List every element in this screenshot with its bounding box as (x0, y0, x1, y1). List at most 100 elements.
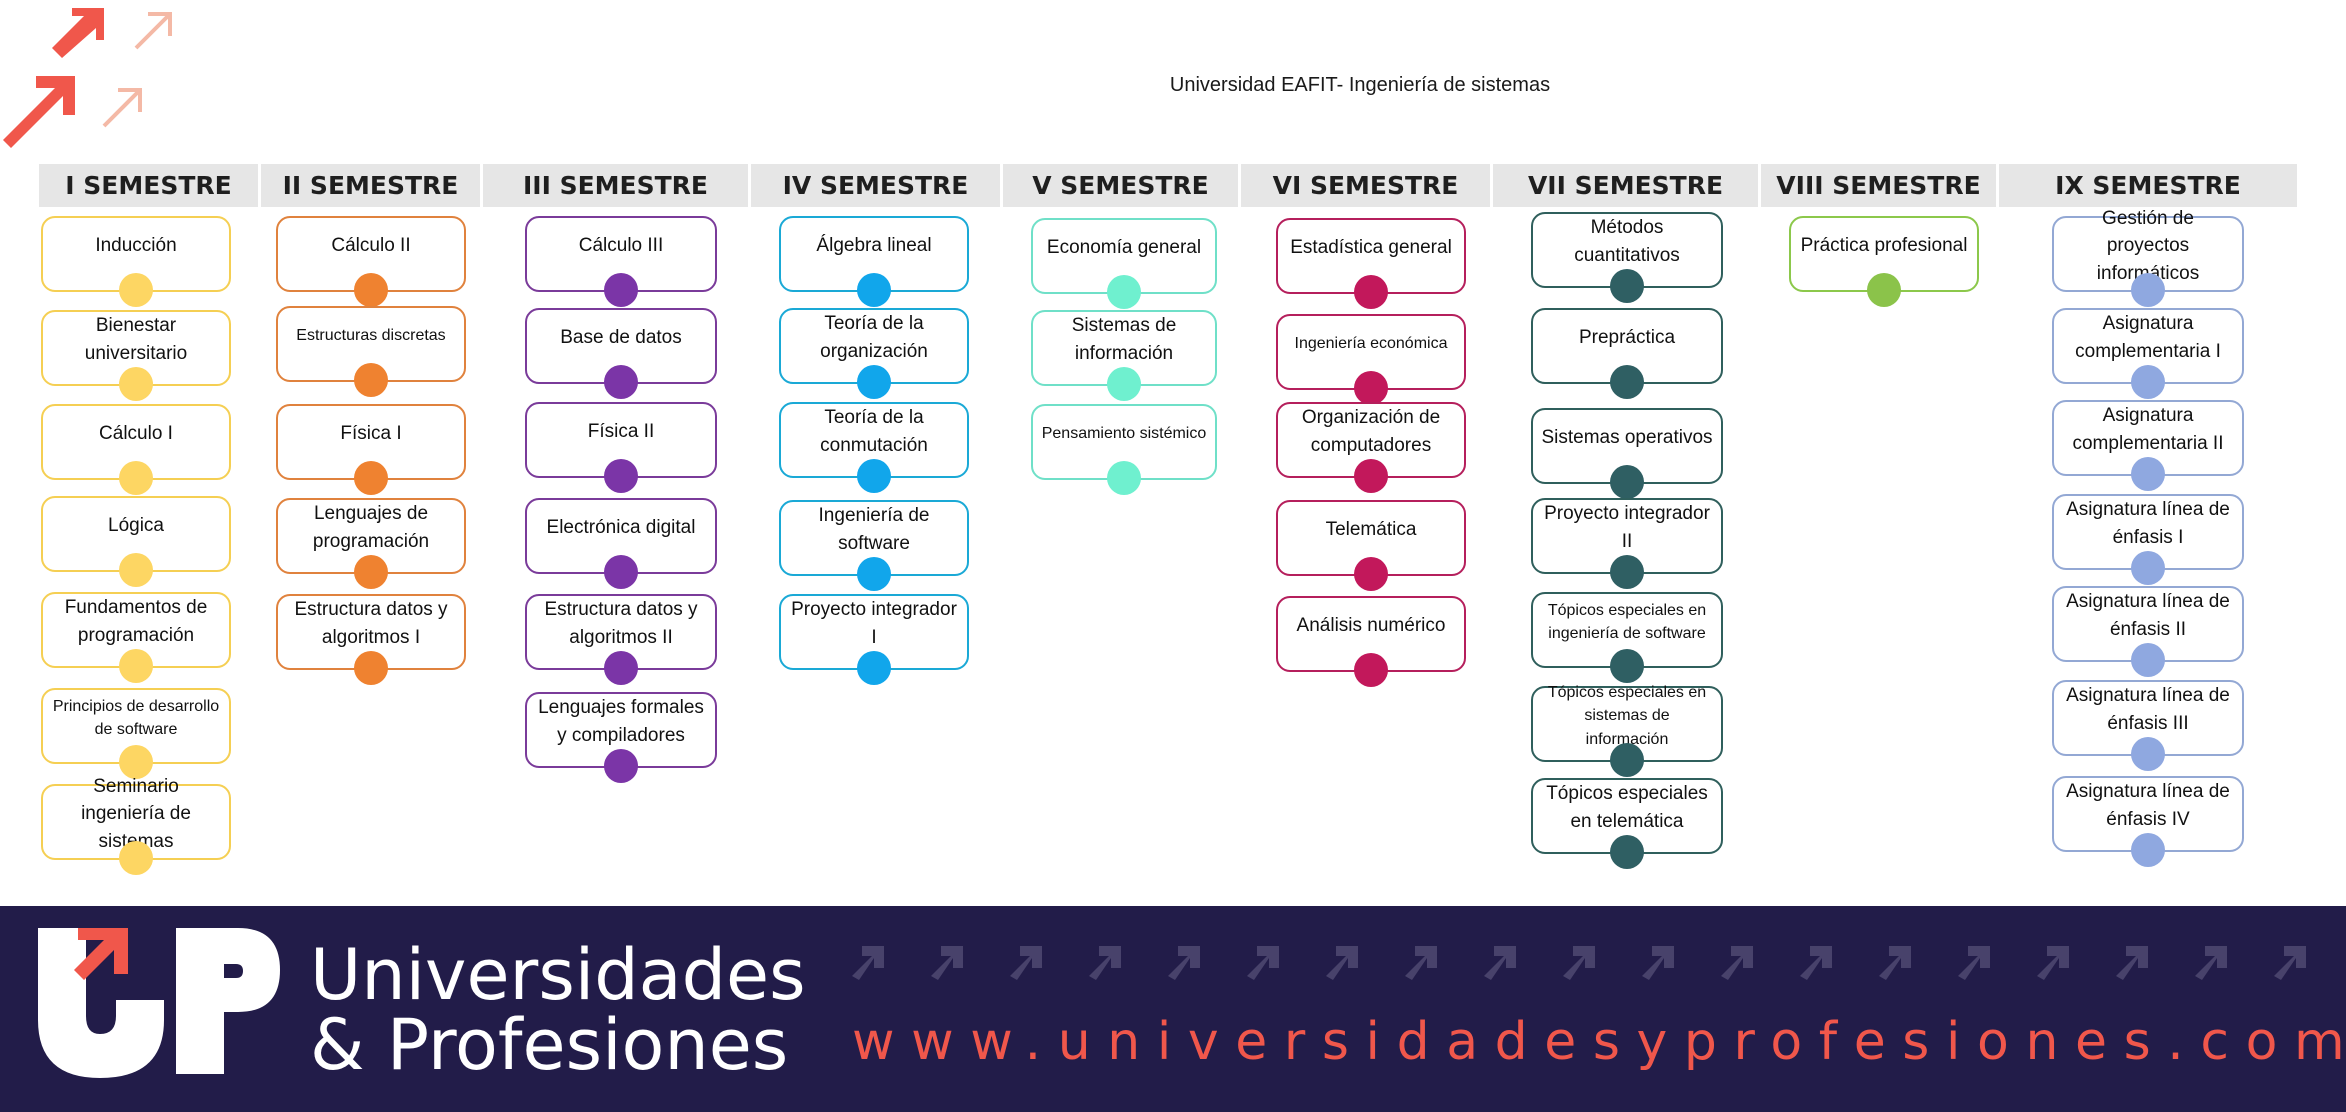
connector-dot (354, 273, 388, 307)
course-node[interactable]: Tópicos especiales en sistemas de inform… (1531, 684, 1723, 777)
course-node[interactable]: Práctica profesional (1789, 216, 1979, 307)
course-node[interactable]: Sistemas operativos (1531, 408, 1723, 499)
course-node[interactable]: Tópicos especiales en ingeniería de soft… (1531, 592, 1723, 683)
up-logo-icon (38, 928, 280, 1078)
connector-dot (119, 367, 153, 401)
course-node[interactable]: Física II (525, 402, 717, 493)
connector-dot (857, 557, 891, 591)
pattern-arrow-icon (1800, 946, 1832, 980)
course-node[interactable]: Organización de computadores (1276, 402, 1466, 493)
brand-name-line-1: Universidades (310, 934, 806, 1016)
connector-dot (119, 649, 153, 683)
connector-dot (119, 461, 153, 495)
course-node[interactable]: Bienestar universitario (41, 310, 231, 401)
course-node[interactable]: Física I (276, 404, 466, 495)
connector-dot (1867, 273, 1901, 307)
course-node[interactable]: Sistemas de información (1031, 310, 1217, 401)
course-name: Estadística general (1290, 237, 1452, 259)
course-node[interactable]: Seminario ingeniería de sistemas (41, 776, 231, 875)
connector-dot (2131, 273, 2165, 307)
arrow-pattern-icon (852, 946, 2306, 980)
website-url[interactable]: www.universidadesyprofesiones.com (852, 1012, 2346, 1072)
course-node[interactable]: Ingeniería de software (779, 500, 969, 591)
course-node[interactable]: Estructura datos y algoritmos I (276, 594, 466, 685)
semester-header-1: I SEMESTRE (39, 164, 261, 207)
connector-dot (119, 553, 153, 587)
course-node[interactable]: Pensamiento sistémico (1031, 404, 1217, 495)
course-node[interactable]: Asignatura complementaria II (2052, 400, 2244, 491)
course-node[interactable]: Cálculo III (525, 216, 717, 307)
connector-dot (2131, 643, 2165, 677)
pattern-arrow-icon (1168, 946, 1200, 980)
connector-dot (1610, 555, 1644, 589)
course-node[interactable]: Principios de desarrollo de software (41, 688, 231, 779)
pattern-arrow-icon (2195, 946, 2227, 980)
course-name: Inducción (95, 235, 177, 257)
course-name: Asignatura línea de énfasis IV (2066, 781, 2230, 830)
connector-dot (1354, 371, 1388, 405)
course-node[interactable]: Tópicos especiales en telemática (1531, 778, 1723, 869)
connector-dot (1610, 835, 1644, 869)
course-node[interactable]: Proyecto integrador II (1531, 498, 1723, 589)
course-node[interactable]: Lenguajes de programación (276, 498, 466, 589)
course-node[interactable]: Análisis numérico (1276, 596, 1466, 687)
course-name: Organización de computadores (1301, 407, 1441, 456)
course-name: Ingeniería de software (818, 505, 930, 554)
connector-dot (354, 461, 388, 495)
course-node[interactable]: Estadística general (1276, 218, 1466, 309)
course-node[interactable]: Inducción (41, 216, 231, 307)
course-node[interactable]: Asignatura línea de énfasis II (2052, 586, 2244, 677)
semester-header-9: IX SEMESTRE (2055, 171, 2241, 200)
course-node[interactable]: Asignatura línea de énfasis III (2052, 680, 2244, 771)
course-node[interactable]: Proyecto integrador I (779, 594, 969, 685)
connector-dot (1610, 365, 1644, 399)
course-node[interactable]: Asignatura complementaria I (2052, 308, 2244, 399)
connector-dot (604, 365, 638, 399)
pattern-arrow-icon (1405, 946, 1437, 980)
course-node[interactable]: Asignatura línea de énfasis I (2052, 494, 2244, 585)
pattern-arrow-icon (1326, 946, 1358, 980)
course-node[interactable]: Fundamentos de programación (41, 592, 231, 683)
course-node[interactable]: Cálculo I (41, 404, 231, 495)
connector-dot (2131, 457, 2165, 491)
course-node[interactable]: Prepráctica (1531, 308, 1723, 399)
course-name: Práctica profesional (1800, 235, 1968, 257)
course-node[interactable]: Álgebra lineal (779, 216, 969, 307)
pattern-arrow-icon (931, 946, 963, 980)
pattern-arrow-icon (2274, 946, 2306, 980)
course-name: Física II (587, 421, 655, 443)
connector-dot (119, 745, 153, 779)
course-node[interactable]: Asignatura línea de énfasis IV (2052, 776, 2244, 867)
course-name: Cálculo II (331, 235, 411, 257)
course-node[interactable]: Lógica (41, 496, 231, 587)
course-node[interactable]: Teoría de la organización (779, 308, 969, 399)
course-node[interactable]: Electrónica digital (525, 498, 717, 589)
course-node[interactable]: Gestión de proyectos informáticos (2052, 208, 2244, 307)
pattern-arrow-icon (1010, 946, 1042, 980)
course-node[interactable]: Métodos cuantitativos (1531, 212, 1723, 303)
semester-header-8: VIII SEMESTRE (1761, 164, 1999, 207)
course-name: Tópicos especiales en telemática (1546, 783, 1708, 832)
course-name: Lenguajes formales y compiladores (538, 697, 704, 746)
pattern-arrow-icon (1563, 946, 1595, 980)
course-name: Asignatura línea de énfasis II (2066, 591, 2230, 640)
connector-dot (1610, 743, 1644, 777)
course-node[interactable]: Ingeniería económica (1276, 314, 1466, 405)
course-node[interactable]: Teoría de la conmutación (779, 402, 969, 493)
course-node[interactable]: Cálculo II (276, 216, 466, 307)
connector-dot (119, 273, 153, 307)
course-node[interactable]: Lenguajes formales y compiladores (525, 692, 717, 783)
semester-header-5: V SEMESTRE (1003, 164, 1241, 207)
connector-dot (1354, 653, 1388, 687)
course-node[interactable]: Estructuras discretas (276, 306, 466, 397)
course-name: Base de datos (560, 327, 682, 349)
connector-dot (119, 841, 153, 875)
course-node[interactable]: Estructura datos y algoritmos II (525, 594, 717, 685)
connector-dot (1610, 649, 1644, 683)
pattern-arrow-icon (1642, 946, 1674, 980)
course-node[interactable]: Telemática (1276, 500, 1466, 591)
course-name: Proyecto integrador I (791, 599, 957, 648)
course-node[interactable]: Base de datos (525, 308, 717, 399)
course-node[interactable]: Economía general (1031, 218, 1217, 309)
